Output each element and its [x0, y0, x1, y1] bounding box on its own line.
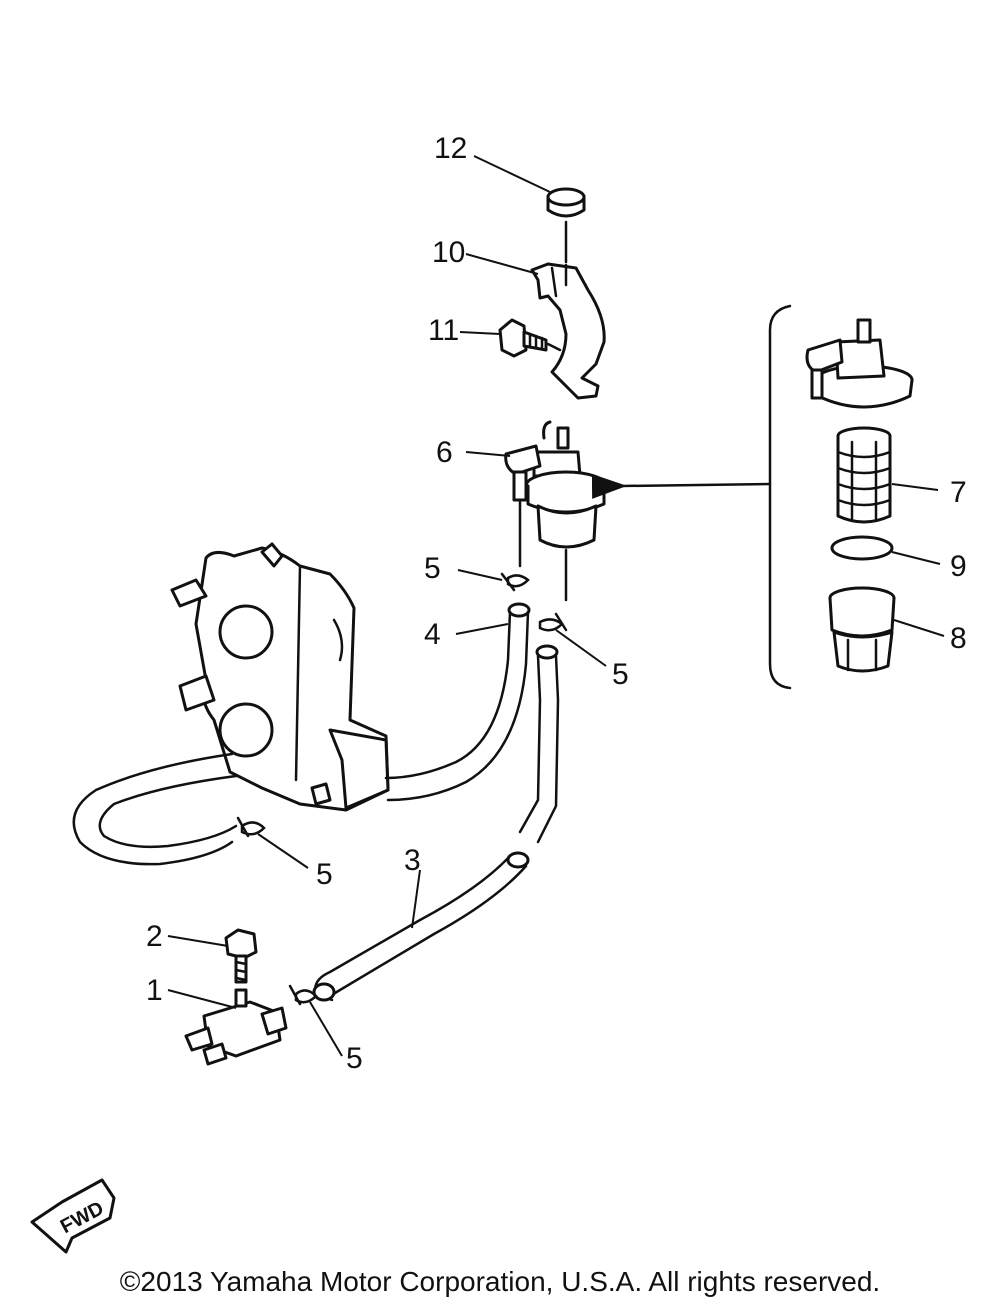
part-7-filter-element: [836, 426, 892, 524]
part-5-clip: [500, 572, 530, 592]
callout-2: 2: [146, 920, 163, 953]
explode-arrow: [591, 473, 772, 499]
callout-11: 11: [428, 314, 459, 347]
filter-cap-exploded: [805, 318, 914, 409]
callout-5: 5: [612, 658, 629, 691]
part-5-clip: [288, 984, 318, 1006]
carburetor-loop-hose: [72, 752, 238, 866]
upper-hose: [518, 644, 560, 844]
callout-5: 5: [346, 1042, 363, 1075]
carburetor-assembly: [170, 542, 390, 812]
part-10-bracket: [530, 262, 606, 400]
part-12-nut: [546, 187, 586, 264]
callout-7: 7: [950, 476, 967, 509]
leader-lines: [167, 155, 945, 1057]
part-1-fuel-joint: [184, 988, 288, 1066]
part-5-clip: [538, 612, 568, 632]
part-11-bolt: [498, 318, 562, 358]
callout-12: 12: [434, 132, 467, 165]
part-6-fuel-filter: [504, 420, 608, 602]
part-3-hose: [312, 851, 530, 1002]
callout-6: 6: [436, 436, 453, 469]
callout-8: 8: [950, 622, 967, 655]
callout-3: 3: [404, 844, 421, 877]
callout-1: 1: [146, 974, 163, 1007]
part-9-o-ring: [830, 535, 894, 561]
part-4-hose: [384, 602, 531, 802]
callout-5: 5: [424, 552, 441, 585]
group-brace: [768, 304, 792, 690]
part-2-screw: [224, 928, 258, 984]
callout-9: 9: [950, 550, 967, 583]
callout-4: 4: [424, 618, 441, 651]
callout-10: 10: [432, 236, 465, 269]
fwd-arrow-icon: FWD: [30, 1178, 116, 1254]
part-8-filter-cup: [828, 586, 896, 673]
part-5-clip: [236, 816, 266, 838]
copyright-notice: ©2013 Yamaha Motor Corporation, U.S.A. A…: [119, 1266, 881, 1297]
callout-5: 5: [316, 858, 333, 891]
